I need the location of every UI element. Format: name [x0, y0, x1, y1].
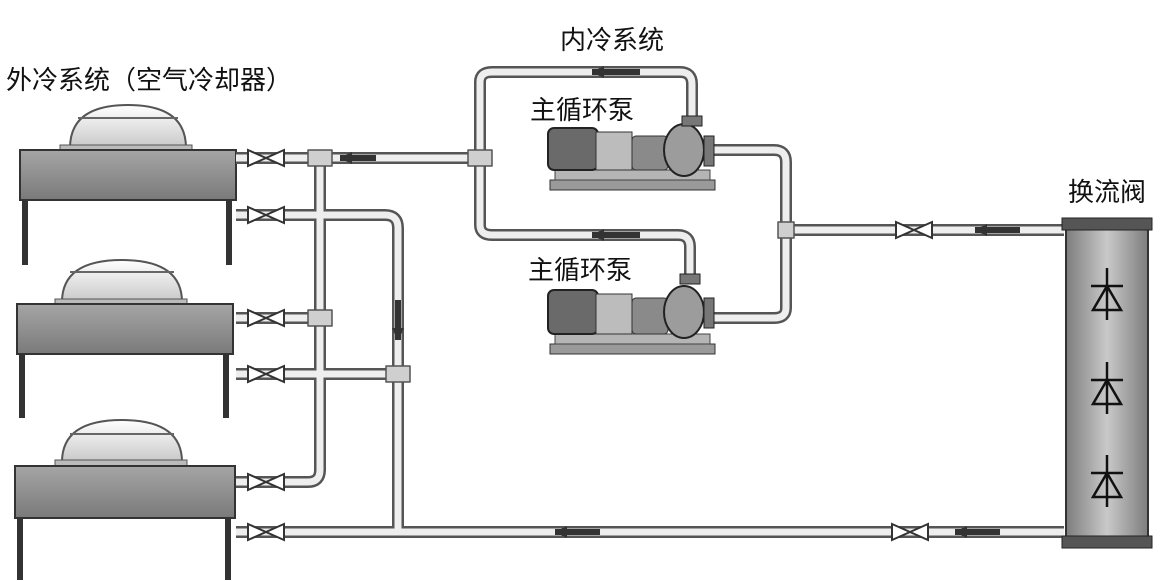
- main-pump-top: [547, 115, 716, 191]
- cooler-body: [19, 149, 237, 201]
- motor-icon: [547, 127, 599, 171]
- main-pump-bottom: [547, 273, 716, 355]
- thyristor-icon: [1090, 455, 1124, 507]
- flow-arrow-icon: [592, 66, 640, 78]
- valve-icon: [895, 220, 933, 240]
- valve-icon: [891, 522, 929, 542]
- valve-icon: [247, 148, 285, 168]
- cooler-body: [14, 465, 236, 519]
- fan-icon: [60, 418, 184, 463]
- main-pump-bottom-label: 主循环泵: [528, 256, 633, 286]
- thyristor-icon: [1090, 362, 1124, 414]
- pump-head-icon: [663, 285, 705, 339]
- fan-icon: [68, 103, 188, 149]
- valve-icon: [247, 472, 285, 492]
- flow-arrow-icon: [592, 229, 640, 241]
- external-cooling-label: 外冷系统（空气冷却器）: [6, 66, 293, 96]
- air-cooler-2: [16, 258, 234, 418]
- valves: [247, 148, 933, 542]
- valve-icon: [247, 205, 285, 225]
- flow-arrow-icon: [955, 526, 1000, 538]
- air-cooler-1: [19, 103, 237, 265]
- flow-arrow-icon: [975, 224, 1020, 236]
- flow-arrow-icon: [340, 152, 376, 164]
- flow-arrow-icon: [392, 300, 404, 340]
- converter-valve-label: 换流阀: [1068, 178, 1147, 208]
- motor-icon: [547, 289, 599, 335]
- valve-icon: [247, 522, 285, 542]
- air-cooler-3: [14, 418, 236, 580]
- thyristor-icon: [1090, 268, 1124, 320]
- converter-valve-column: [1061, 217, 1153, 549]
- valve-icon: [247, 308, 285, 328]
- flow-arrow-icon: [555, 526, 600, 538]
- flow-arrows: [340, 66, 1020, 538]
- cooler-body: [16, 303, 234, 355]
- pump-head-icon: [663, 123, 705, 177]
- valve-icon: [247, 364, 285, 384]
- main-pump-top-label: 主循环泵: [530, 96, 635, 126]
- fan-icon: [60, 258, 184, 303]
- internal-cooling-label: 内冷系统: [560, 26, 665, 56]
